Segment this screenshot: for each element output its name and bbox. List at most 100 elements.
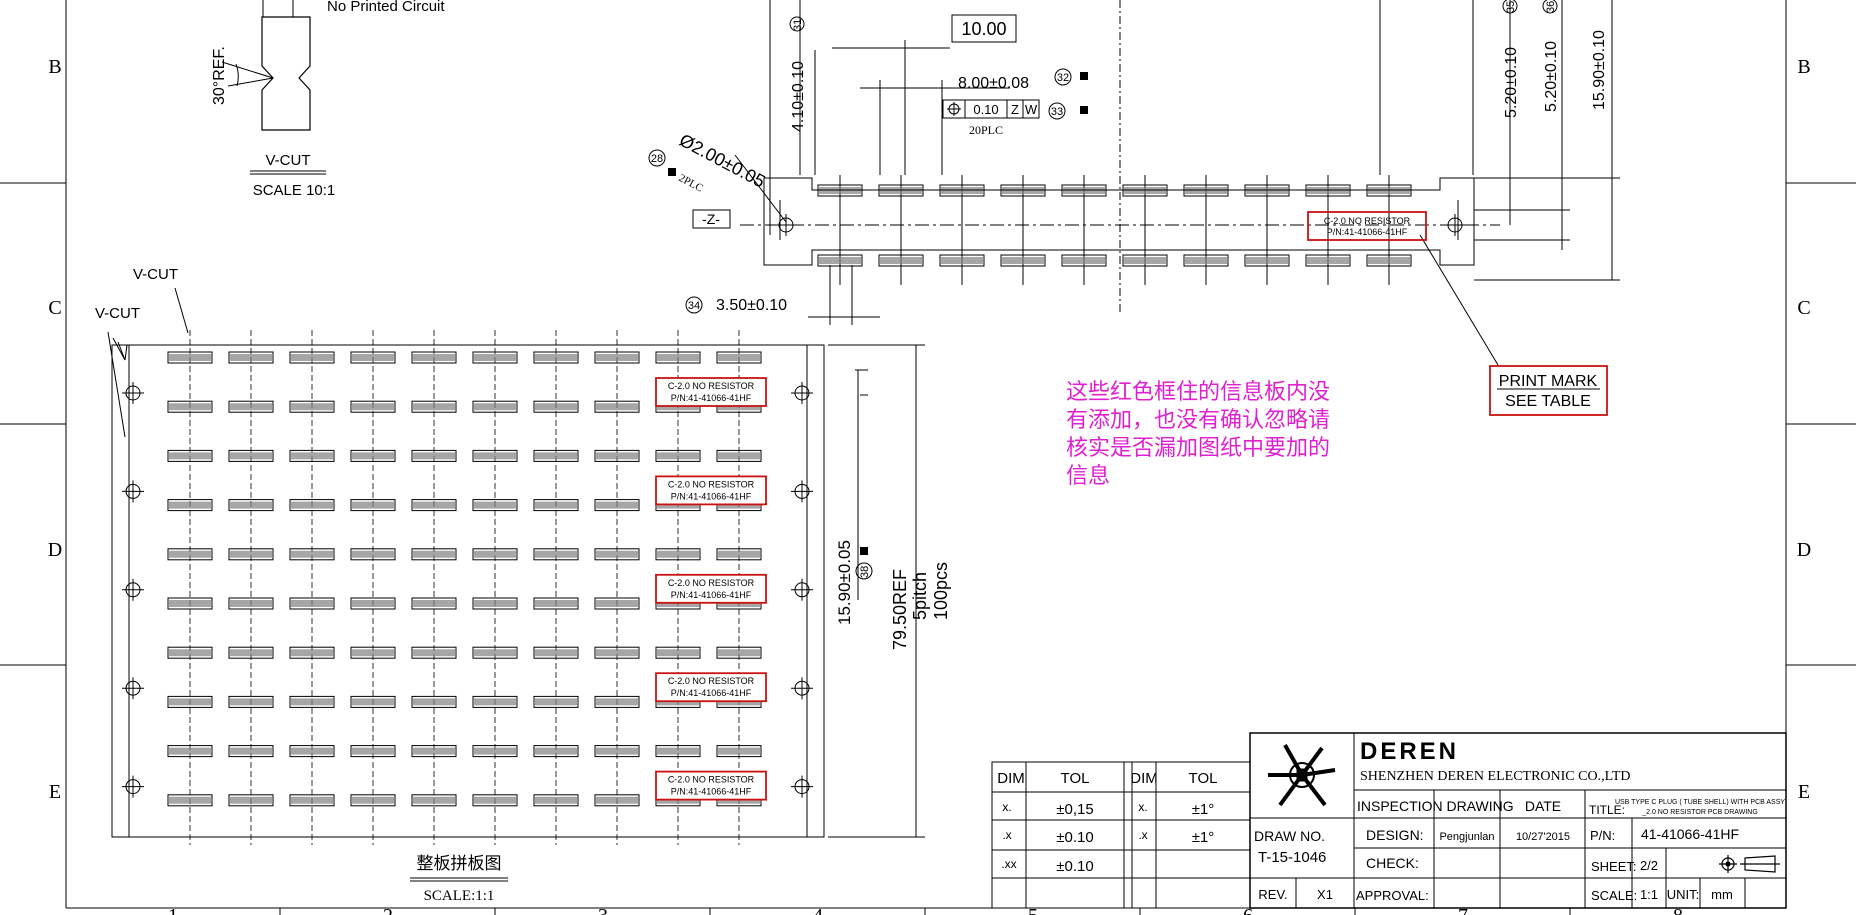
connector-pad bbox=[228, 794, 274, 807]
datum-z-label: -Z- bbox=[702, 211, 720, 227]
zone-number-bottom: 2 bbox=[383, 905, 393, 915]
panel-vcut-label-2: V-CUT bbox=[95, 305, 140, 322]
tol-header: DIM bbox=[997, 770, 1025, 787]
connector-pad bbox=[350, 499, 396, 512]
connector-pad bbox=[655, 351, 701, 364]
strip-connector-pads bbox=[817, 175, 1412, 285]
panel-mark-line1: C-2.0 NO RESISTOR bbox=[668, 381, 755, 391]
tol-header: DIM bbox=[1130, 770, 1158, 787]
panel-dim-79-50: 79.50REF bbox=[890, 569, 910, 650]
zone-letter-left: D bbox=[48, 539, 62, 561]
connector-pad bbox=[411, 499, 457, 512]
company-logo-text: DEREN bbox=[1360, 738, 1459, 765]
inspection-drawing: INSPECTION DRAWING bbox=[1357, 798, 1514, 814]
connector-pad bbox=[472, 400, 518, 413]
panel-mark-line1: C-2.0 NO RESISTOR bbox=[668, 676, 755, 686]
connector-pad bbox=[472, 745, 518, 758]
connector-pad bbox=[289, 449, 335, 462]
connector-pad bbox=[533, 548, 579, 561]
connector-pad bbox=[411, 548, 457, 561]
connector-pad bbox=[350, 794, 396, 807]
connector-pad bbox=[167, 646, 213, 659]
connector-pad bbox=[411, 794, 457, 807]
strip-mark-line2: P/N:41-41066-41HF bbox=[1327, 227, 1408, 237]
strip-mark-line1: C-2.0 NO RESISTOR bbox=[1324, 216, 1411, 226]
connector-pad bbox=[716, 449, 762, 462]
dim-10-00: 10.00 bbox=[961, 19, 1006, 39]
tol-cell: .x bbox=[1002, 828, 1011, 842]
connector-pad bbox=[167, 695, 213, 708]
connector-pad bbox=[594, 646, 640, 659]
tol-cell: ±1° bbox=[1192, 801, 1215, 818]
zone-letter-left: E bbox=[49, 781, 61, 803]
strip-drawing bbox=[740, 0, 1620, 366]
connector-pad bbox=[228, 745, 274, 758]
connector-pad bbox=[472, 449, 518, 462]
connector-pad bbox=[167, 400, 213, 413]
vcut-detail-title: V-CUT bbox=[266, 152, 311, 169]
tol-cell: ±0.10 bbox=[1056, 858, 1093, 875]
connector-pad bbox=[1244, 254, 1290, 267]
connector-pad bbox=[350, 351, 396, 364]
vcut-detail-scale: SCALE 10:1 bbox=[253, 182, 336, 199]
strip-labels: 10.00 4.10±0.10 31 8.00±0.08 32 0.10 Z W… bbox=[648, 0, 1608, 416]
draw-no-label: DRAW NO. bbox=[1254, 828, 1325, 844]
unit-label: UNIT: bbox=[1667, 887, 1700, 902]
connector-pad bbox=[289, 548, 335, 561]
balloon-33: 33 bbox=[1051, 106, 1063, 118]
connector-pad bbox=[655, 646, 701, 659]
panel-mark-line2: P/N:41-41066-41HF bbox=[671, 491, 752, 501]
connector-pad bbox=[167, 597, 213, 610]
gdt-count: 20PLC bbox=[969, 123, 1003, 137]
dim-5-20-b: 5.20±0.10 bbox=[1543, 41, 1560, 112]
connector-pad bbox=[655, 548, 701, 561]
connector-pad bbox=[716, 351, 762, 364]
sheet-value: 2/2 bbox=[1640, 858, 1658, 873]
connector-pad bbox=[228, 548, 274, 561]
tol-cell: x. bbox=[1138, 800, 1147, 814]
company-name: SHENZHEN DEREN ELECTRONIC CO.,LTD bbox=[1360, 769, 1631, 784]
tol-cell: ±0,15 bbox=[1056, 801, 1093, 818]
connector-pad bbox=[655, 745, 701, 758]
connector-pad bbox=[411, 646, 457, 659]
title-line1: USB TYPE C PLUG ( TUBE SHELL) WITH PCB A… bbox=[1615, 799, 1785, 806]
connector-pad bbox=[289, 499, 335, 512]
date-label: DATE bbox=[1525, 798, 1561, 814]
connector-pad bbox=[1000, 254, 1046, 267]
connector-pad bbox=[716, 745, 762, 758]
designer-name: Pengjunlan bbox=[1439, 831, 1494, 843]
panel-scale: SCALE:1:1 bbox=[424, 888, 495, 904]
connector-pad bbox=[228, 449, 274, 462]
zone-letter-left: C bbox=[48, 297, 61, 319]
zone-letter-right: E bbox=[1798, 781, 1810, 803]
connector-pad bbox=[594, 597, 640, 610]
tol-cell: ±1° bbox=[1192, 829, 1215, 846]
dim-15-90: 15.90±0.10 bbox=[1591, 30, 1608, 110]
connector-pad bbox=[533, 351, 579, 364]
scale-label: SCALE: bbox=[1591, 888, 1637, 903]
connector-pad bbox=[716, 646, 762, 659]
connector-pad bbox=[472, 695, 518, 708]
connector-pad bbox=[533, 794, 579, 807]
unit-value: mm bbox=[1711, 887, 1733, 902]
balloon-36: 36 bbox=[1545, 1, 1557, 13]
review-note-line: 信息 bbox=[1066, 464, 1110, 489]
connector-pad bbox=[411, 597, 457, 610]
connector-pad bbox=[533, 646, 579, 659]
border-zone-letters: B C D E B C D E 1 2 3 4 5 6 7 8 bbox=[48, 56, 1811, 915]
review-note-line: 这些红色框住的信息板内没 bbox=[1066, 380, 1330, 405]
balloon-34: 34 bbox=[688, 300, 700, 312]
rev-value: X1 bbox=[1317, 887, 1333, 902]
connector-pad bbox=[472, 499, 518, 512]
connector-pad bbox=[411, 449, 457, 462]
dim-3-50: 3.50±0.10 bbox=[716, 297, 787, 314]
connector-pad bbox=[167, 449, 213, 462]
connector-pad bbox=[350, 548, 396, 561]
title-block bbox=[1249, 732, 1787, 909]
connector-pad bbox=[533, 695, 579, 708]
panel-mark-line2: P/N:41-41066-41HF bbox=[671, 590, 752, 600]
balloon-32: 32 bbox=[1057, 72, 1069, 84]
